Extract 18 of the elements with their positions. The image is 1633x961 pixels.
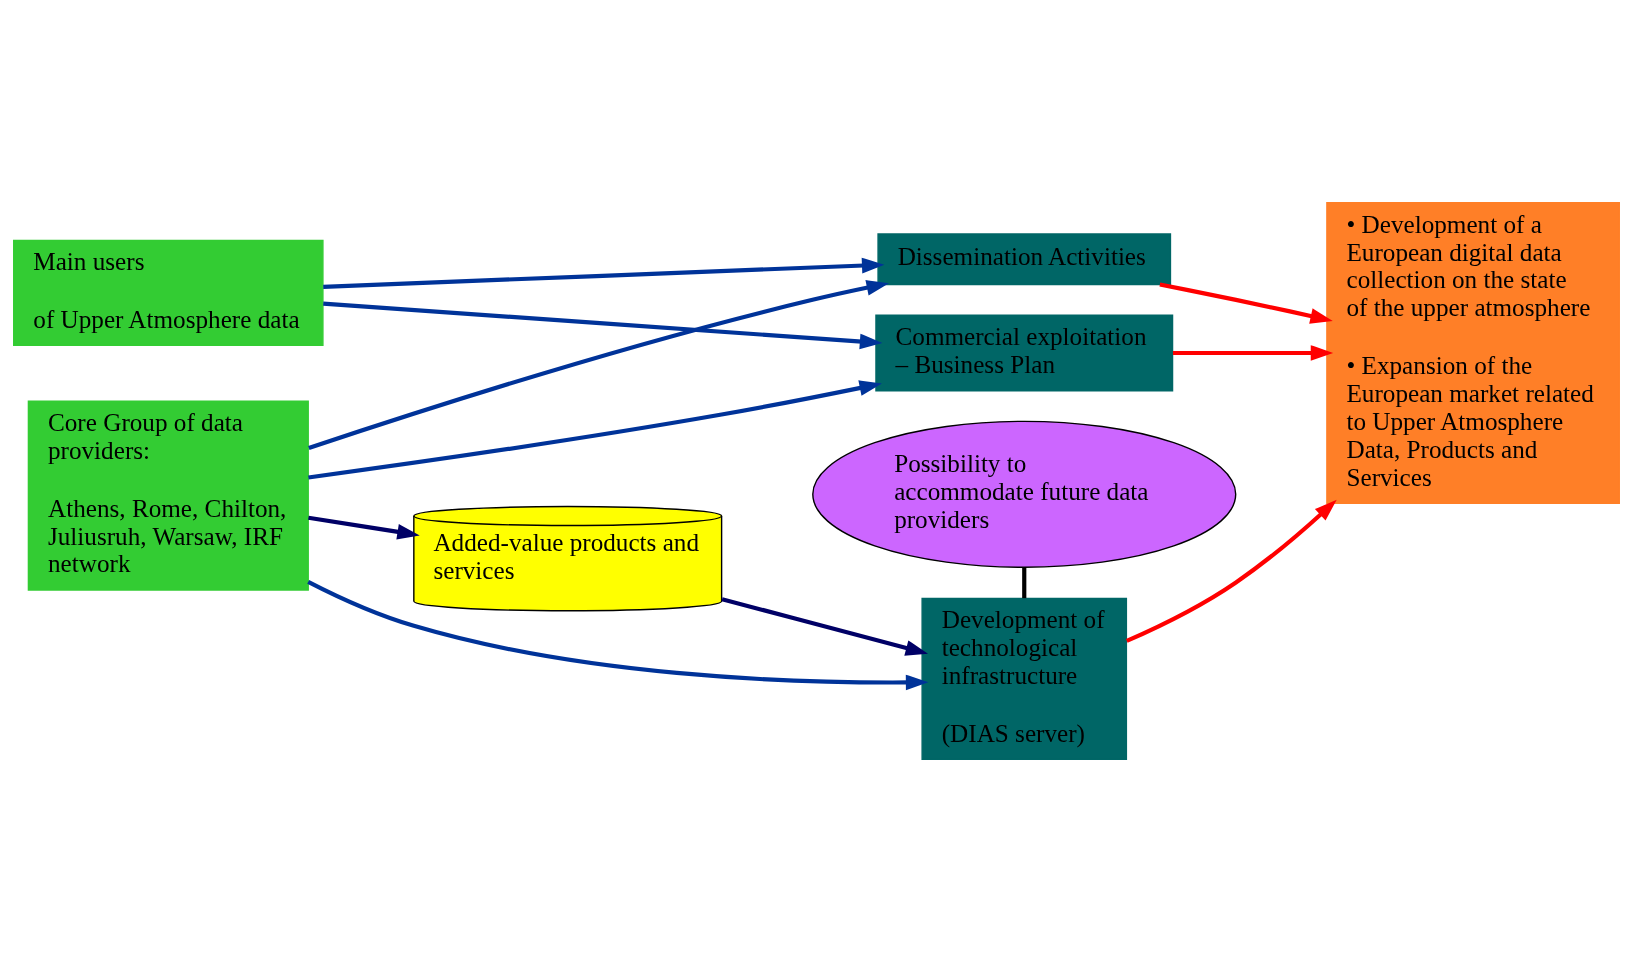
arrow (308, 279, 889, 450)
arrow (307, 579, 929, 690)
node-ellipse: Possibility to accommodate future data providers (812, 420, 1237, 568)
node-box: Core Group of data providers: Athens, Rome, Chilton, Juliusruh, Warsaw, IRF network (27, 400, 309, 591)
node-box: Main users of Upper Atmosphere data (13, 239, 324, 346)
connector (1022, 567, 1027, 598)
node-box: Commercial exploitation – Business Plan (875, 314, 1174, 391)
arrow (1125, 499, 1337, 643)
arrow (323, 257, 885, 289)
arrow (721, 596, 928, 656)
arrow (308, 379, 882, 480)
arrow (323, 301, 883, 349)
arrow (1172, 344, 1334, 361)
arrow (1159, 281, 1333, 324)
node-box: Development of technological infrastructure (DIAS server) (921, 597, 1128, 760)
arrow (308, 515, 420, 540)
node-box: • Development of a European digital data collection on the state of the upper atmosphere • Expansion of the European market related to Upper Atmosphere Data, Products and Services (1326, 201, 1620, 504)
node-box: Dissemination Activities (877, 232, 1172, 285)
